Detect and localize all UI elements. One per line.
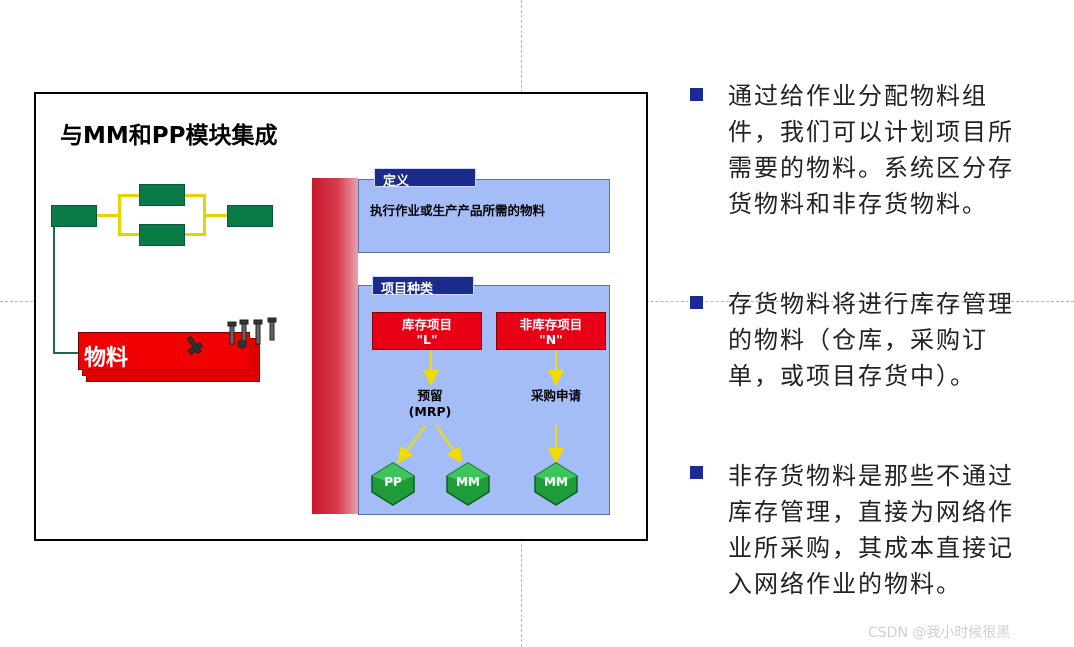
network-activity-box [139, 224, 185, 246]
definition-tag: 定义 [374, 168, 476, 187]
nonstock-item-label: 非库存项目 "N" [496, 312, 606, 350]
stock-item-label: 库存项目 "L" [372, 312, 482, 350]
bullet-text-1: 通过给作业分配物料组件，我们可以计划项目所需要的物料。系统区分存货物料和非存货物… [728, 78, 1018, 222]
connector-line [97, 214, 119, 217]
bullet-marker [690, 296, 703, 309]
bullet-text-3: 非存货物料是那些不通过库存管理，直接为网络作业所采购，其成本直接记入网络作业的物… [728, 458, 1018, 602]
purchase-requisition-text: 采购申请 [516, 388, 596, 404]
reservation-title: 预留 [400, 388, 460, 404]
reservation-text: 预留 (MRP) [400, 388, 460, 420]
network-activity-box [51, 205, 97, 227]
connector-line [118, 194, 139, 197]
item-category-tag: 项目种类 [372, 276, 474, 295]
watermark: CSDN @我小时候很黑 [868, 622, 1010, 642]
mm-gem-label-nonstock: MM [534, 475, 578, 489]
pp-module-gem: PP [371, 462, 415, 506]
reservation-mrp: (MRP) [400, 404, 460, 420]
stock-item-code: "L" [373, 332, 481, 347]
transition-band [312, 178, 358, 514]
bullet-marker [690, 466, 703, 479]
connector-line [118, 233, 139, 236]
stock-item-title: 库存项目 [373, 317, 481, 332]
mm-module-gem-nonstock: MM [534, 462, 578, 506]
material-link-line [53, 352, 80, 354]
mm-module-gem: MM [446, 462, 490, 506]
material-label: 物料 [84, 340, 128, 372]
nonstock-item-title: 非库存项目 [497, 317, 605, 332]
network-activity-box [227, 205, 273, 227]
bolts-icon [180, 316, 290, 366]
mm-gem-label: MM [446, 475, 490, 489]
definition-text: 执行作业或生产产品所需的物料 [370, 200, 545, 219]
nonstock-item-code: "N" [497, 332, 605, 347]
network-activity-box [139, 184, 185, 206]
material-link-line [53, 227, 55, 353]
connector-line [118, 194, 121, 236]
bullet-marker [690, 88, 703, 101]
diagram-title: 与MM和PP模块集成 [60, 116, 278, 150]
pp-gem-label: PP [371, 475, 415, 489]
bullet-text-2: 存货物料将进行库存管理的物料（仓库，采购订单，或项目存货中）。 [728, 286, 1018, 394]
connector-line [203, 214, 227, 217]
